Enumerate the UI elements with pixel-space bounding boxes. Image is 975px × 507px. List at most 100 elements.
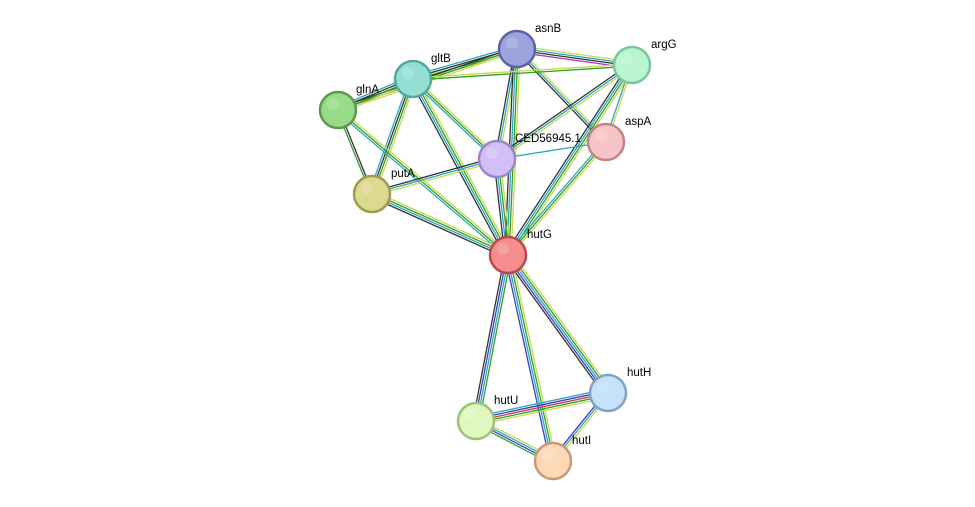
edge-evidence-line (475, 394, 610, 424)
edge-evidence-line (412, 78, 498, 160)
edge-evidence-line (505, 139, 606, 255)
edge-argG-hutG[interactable] (504, 62, 636, 258)
edge-evidence-line (474, 388, 608, 418)
edge-hutG-hutU[interactable] (472, 253, 512, 423)
edge-evidence-line (370, 77, 413, 195)
edge-evidence-line (503, 256, 606, 397)
edge-evidence-line (372, 190, 510, 253)
edge-evidence-line (412, 63, 633, 79)
node-highlight (542, 449, 554, 461)
edge-hutG-hutH[interactable] (503, 251, 613, 397)
edge-layer (335, 45, 636, 465)
node-highlight (497, 243, 509, 255)
edge-evidence-line (413, 76, 500, 159)
edge-evidence-line (372, 78, 415, 196)
edge-evidence-line (506, 63, 632, 256)
node-highlight (597, 381, 609, 393)
node-highlight (402, 67, 414, 79)
node-highlight (595, 130, 607, 142)
edge-evidence-line (410, 79, 497, 162)
edge-evidence-line (415, 76, 512, 255)
node-label-hutG: hutG (527, 229, 552, 241)
edge-evidence-line (472, 253, 506, 422)
node-CED56945.1[interactable] (477, 139, 517, 179)
node-highlight (486, 147, 498, 159)
node-putA[interactable] (352, 174, 392, 214)
edge-evidence-line (510, 251, 613, 392)
node-highlight (621, 53, 633, 65)
edge-evidence-line (409, 79, 506, 258)
node-label-argG: argG (651, 39, 677, 51)
edge-evidence-line (516, 49, 633, 67)
node-label-putA: putA (391, 168, 415, 180)
edge-evidence-line (504, 62, 631, 254)
edge-CED56945.1-putA[interactable] (370, 156, 499, 197)
edge-hutG-hutI[interactable] (504, 253, 557, 463)
node-asnB[interactable] (497, 29, 537, 69)
edge-evidence-line (516, 45, 634, 63)
node-layer (318, 29, 652, 481)
edge-gltB-argG[interactable] (412, 63, 633, 81)
edge-evidence-line (505, 255, 607, 395)
node-hutH[interactable] (588, 373, 628, 413)
edge-evidence-line (370, 194, 509, 257)
edge-evidence-line (335, 110, 508, 258)
node-hutG[interactable] (488, 235, 528, 275)
edge-evidence-line (478, 254, 512, 423)
edge-aspA-hutG[interactable] (505, 139, 609, 258)
edge-evidence-line (370, 196, 508, 259)
edge-argG-CED56945.1[interactable] (495, 62, 634, 162)
label-layer: asnB argG gltB glnA aspA CED56945.1 putA hutG hu… (356, 23, 677, 447)
node-label-gltB: gltB (431, 53, 451, 65)
node-highlight (327, 98, 339, 110)
edge-evidence-line (510, 253, 557, 461)
node-hutU[interactable] (456, 401, 496, 441)
edge-evidence-line (370, 156, 498, 193)
edge-evidence-line (510, 48, 521, 256)
edge-putA-hutG[interactable] (370, 190, 510, 259)
edge-evidence-line (509, 253, 611, 393)
node-label-hutU: hutU (494, 395, 518, 407)
node-glnA[interactable] (318, 90, 358, 130)
edge-evidence-line (507, 254, 609, 394)
edge-evidence-line (508, 142, 609, 258)
edge-evidence-line (495, 62, 632, 158)
edge-evidence-line (374, 79, 417, 196)
edge-evidence-line (497, 66, 634, 162)
node-label-asnB: asnB (535, 23, 562, 35)
edge-evidence-line (506, 254, 553, 462)
edge-evidence-line (474, 254, 508, 422)
node-gltB[interactable] (393, 59, 433, 99)
edge-evidence-line (474, 390, 609, 420)
edge-gltB-putA[interactable] (368, 77, 417, 196)
edge-evidence-line (496, 64, 633, 160)
edge-evidence-line (371, 158, 498, 195)
edge-evidence-line (516, 47, 633, 65)
edge-evidence-line (371, 160, 499, 197)
edge-evidence-line (517, 46, 609, 142)
node-highlight (506, 37, 518, 49)
edge-evidence-line (371, 192, 510, 255)
edge-evidence-line (508, 254, 555, 462)
node-label-hutI: hutI (572, 435, 591, 447)
node-label-aspA: aspA (625, 116, 652, 128)
node-label-hutH: hutH (627, 367, 651, 379)
edge-evidence-line (475, 392, 609, 422)
node-highlight (361, 182, 373, 194)
edge-evidence-line (412, 65, 633, 81)
node-argG[interactable] (612, 45, 652, 85)
edge-evidence-line (476, 396, 610, 426)
edge-evidence-line (508, 64, 634, 257)
node-aspA[interactable] (586, 122, 626, 162)
edge-evidence-line (476, 254, 510, 422)
node-label-glnA: glnA (356, 84, 379, 96)
node-label-CED56945.1: CED56945.1 (515, 133, 581, 145)
node-highlight (465, 409, 477, 421)
edge-evidence-line (504, 255, 551, 463)
node-hutI[interactable] (533, 441, 573, 481)
edge-hutH-hutU[interactable] (474, 388, 610, 426)
edge-evidence-line (368, 77, 411, 194)
edge-gltB-CED56945.1[interactable] (410, 76, 500, 162)
